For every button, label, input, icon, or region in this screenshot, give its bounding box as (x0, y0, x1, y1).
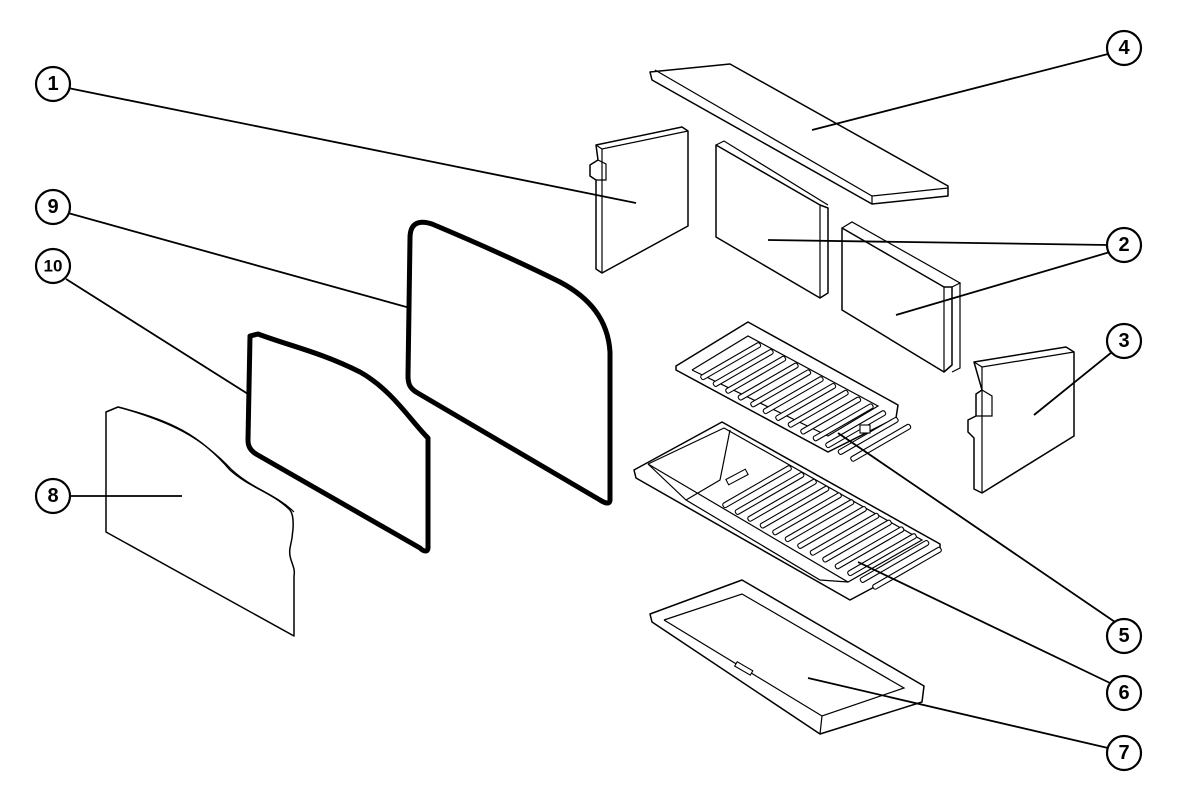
svg-text:6: 6 (1118, 682, 1129, 704)
callout-1: 1 (34, 65, 72, 103)
callout-10: 10 (34, 247, 72, 285)
grate-bar (712, 348, 774, 387)
callout-7: 7 (1105, 734, 1143, 772)
grate-bar (750, 369, 812, 408)
part-10-inner-gasket (245, 331, 431, 554)
grate-bar (772, 492, 842, 536)
grate-bar (822, 519, 892, 563)
callout-2: 2 (1105, 226, 1143, 264)
grate-bar (775, 382, 837, 421)
grate-bar (734, 471, 805, 515)
leader-10 (65, 278, 249, 395)
grate-bar (787, 389, 849, 428)
grate-bar (872, 546, 942, 590)
callout-3: 3 (1105, 322, 1143, 360)
grate-bar (759, 485, 830, 529)
part-1-left-side-brick (589, 126, 689, 274)
svg-text:1: 1 (47, 73, 58, 95)
part-2-back-brick-a (715, 140, 829, 299)
part-7-ash-pan (649, 579, 925, 735)
grate-bar (837, 416, 899, 455)
grate-bar (825, 410, 887, 449)
grate-bar (722, 465, 792, 509)
leader-9 (67, 212, 411, 309)
grate-bar (725, 355, 787, 394)
svg-text:5: 5 (1118, 625, 1129, 647)
svg-text:9: 9 (47, 196, 58, 218)
callout-9: 9 (34, 188, 72, 226)
svg-text:8: 8 (47, 485, 58, 507)
part-5-grate (675, 321, 912, 462)
grate-bar (797, 505, 867, 549)
part-3-right-side-brick (967, 346, 1075, 494)
part-4-baffle-plate (649, 63, 949, 205)
leader-5 (837, 432, 1116, 623)
leader-7 (807, 677, 1109, 749)
leader-lines (65, 53, 1116, 749)
callout-5: 5 (1105, 617, 1143, 655)
grate-bar (834, 526, 905, 570)
svg-text:10: 10 (44, 257, 63, 276)
svg-text:4: 4 (1118, 37, 1130, 59)
svg-text:3: 3 (1118, 330, 1129, 352)
leader-3 (1033, 351, 1113, 416)
callout-6: 6 (1105, 674, 1143, 712)
grate-bar (809, 512, 880, 556)
callout-8: 8 (34, 477, 72, 515)
part-6-ash-grate-tray (633, 421, 942, 601)
callout-4: 4 (1105, 29, 1143, 67)
svg-text:2: 2 (1118, 234, 1129, 256)
grate-bar (784, 499, 855, 543)
grate-bar (800, 396, 862, 435)
leader-2b (895, 251, 1111, 316)
leader-4 (811, 53, 1109, 131)
part-2-back-brick-b (841, 221, 962, 373)
grate-bar (747, 478, 817, 522)
leader-2a (767, 239, 1109, 246)
grate-bar (762, 376, 824, 415)
leader-1 (67, 87, 637, 204)
part-9-outer-gasket (405, 219, 613, 506)
grate-bar (812, 403, 874, 442)
leader-6 (857, 561, 1111, 684)
svg-text:7: 7 (1118, 742, 1129, 764)
grate-bar (737, 362, 799, 401)
part-8-glass-panel (105, 406, 296, 637)
grate-bar (700, 342, 762, 381)
